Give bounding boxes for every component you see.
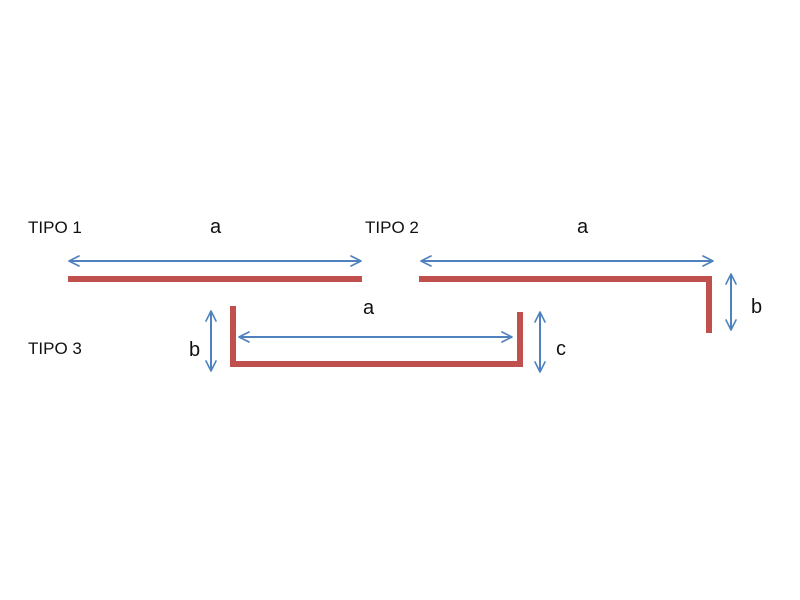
tipo-2-label: TIPO 2 (365, 218, 419, 237)
tipo-3-group: TIPO 3 a b c (28, 297, 566, 373)
tipo-3-bar (230, 306, 523, 367)
tipo-2-bar (419, 276, 712, 333)
tipo-2-group: TIPO 2 a b (365, 216, 762, 333)
tipo-3-dimension-c-label: c (556, 338, 566, 360)
tipo-3-label: TIPO 3 (28, 339, 82, 358)
tipo-1-dimension-a-label: a (210, 216, 222, 238)
tipo-2-dimension-b-label: b (751, 296, 762, 318)
tipo-3-dimension-a-label: a (363, 297, 375, 319)
tipo-1-label: TIPO 1 (28, 218, 82, 237)
tipo-2-dimension-a-label: a (577, 216, 589, 238)
tipo-3-dimension-b-label: b (189, 339, 200, 361)
tipo-1-group: TIPO 1 a (28, 216, 362, 282)
